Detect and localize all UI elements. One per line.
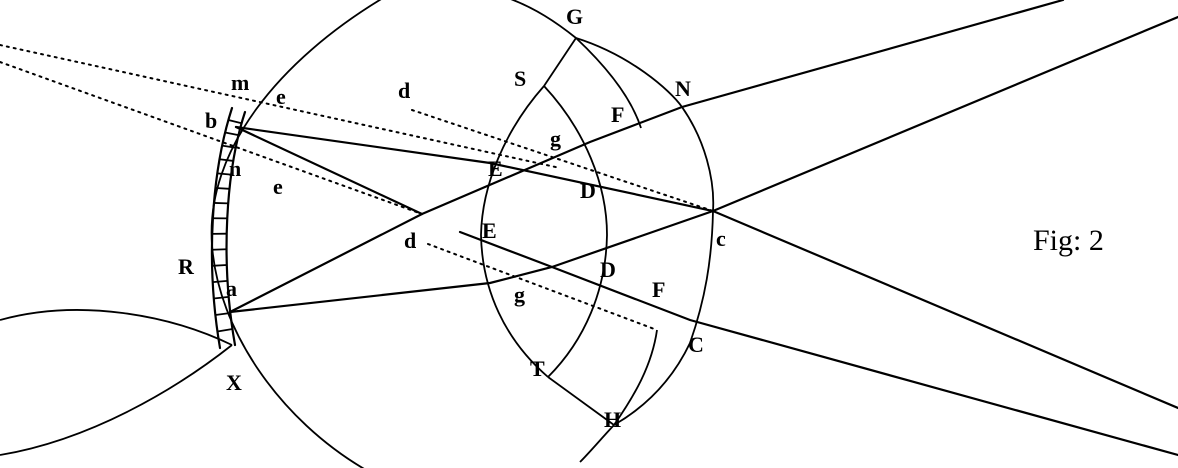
label-H: H bbox=[604, 407, 621, 432]
inner-arc-upper bbox=[575, 37, 642, 129]
retina-tick bbox=[222, 144, 236, 149]
retina-tick bbox=[224, 131, 239, 137]
label-c: c bbox=[716, 226, 726, 251]
retina-ticks bbox=[211, 119, 242, 333]
ray-a-c bbox=[228, 15, 1178, 314]
eye-outline-top bbox=[510, 0, 577, 39]
dotted-ray-d-c bbox=[411, 109, 714, 212]
label-C: C bbox=[688, 332, 704, 357]
inner-arc-lower bbox=[613, 329, 658, 426]
label-R: R bbox=[178, 254, 195, 279]
label-G: G bbox=[566, 4, 583, 29]
optic-nerve bbox=[0, 309, 233, 456]
retina-tick bbox=[212, 264, 227, 267]
line-G-S bbox=[543, 37, 577, 87]
figure-caption: Fig: 2 bbox=[1033, 224, 1104, 257]
label-D-upper: D bbox=[580, 178, 596, 203]
label-g-lower: g bbox=[514, 282, 525, 307]
label-n: n bbox=[229, 156, 241, 181]
retina-tick bbox=[212, 279, 228, 283]
retina-tick bbox=[217, 328, 233, 333]
lens-left-surface bbox=[480, 85, 549, 378]
label-F-lower: F bbox=[652, 277, 665, 302]
label-e-lower: e bbox=[273, 174, 283, 199]
ray-a-N bbox=[228, 0, 1065, 314]
label-T: T bbox=[530, 356, 545, 381]
label-E-upper: E bbox=[488, 156, 503, 181]
lens-right-surface bbox=[543, 85, 608, 378]
retina-tick bbox=[211, 248, 227, 251]
retina-tick bbox=[215, 312, 231, 316]
label-d-lower: d bbox=[404, 228, 416, 253]
dotted-ray-upper bbox=[0, 44, 561, 169]
label-S: S bbox=[514, 66, 526, 91]
label-d-upper: d bbox=[398, 78, 410, 103]
label-N: N bbox=[675, 76, 691, 101]
label-m: m bbox=[231, 70, 249, 95]
ray-E-C bbox=[458, 230, 1178, 457]
dotted-ray-d-F bbox=[427, 243, 658, 331]
line-T-H bbox=[547, 376, 615, 426]
label-a: a bbox=[226, 276, 237, 301]
label-b: b bbox=[205, 108, 217, 133]
label-e-upper: e bbox=[276, 84, 286, 109]
label-g-upper: g bbox=[550, 126, 561, 151]
dotted-ray-e-d bbox=[0, 61, 423, 215]
retina-tick bbox=[213, 296, 229, 300]
retina-tick bbox=[217, 172, 232, 176]
retina-tick bbox=[219, 158, 234, 162]
label-D-lower: D bbox=[600, 257, 616, 282]
label-E-lower: E bbox=[482, 218, 497, 243]
ray-b-d bbox=[234, 125, 424, 216]
label-F-upper: F bbox=[611, 102, 624, 127]
retina-tick bbox=[215, 187, 230, 190]
retina-tick bbox=[228, 119, 242, 125]
ray-b-c bbox=[234, 125, 1178, 410]
label-X: X bbox=[226, 370, 242, 395]
